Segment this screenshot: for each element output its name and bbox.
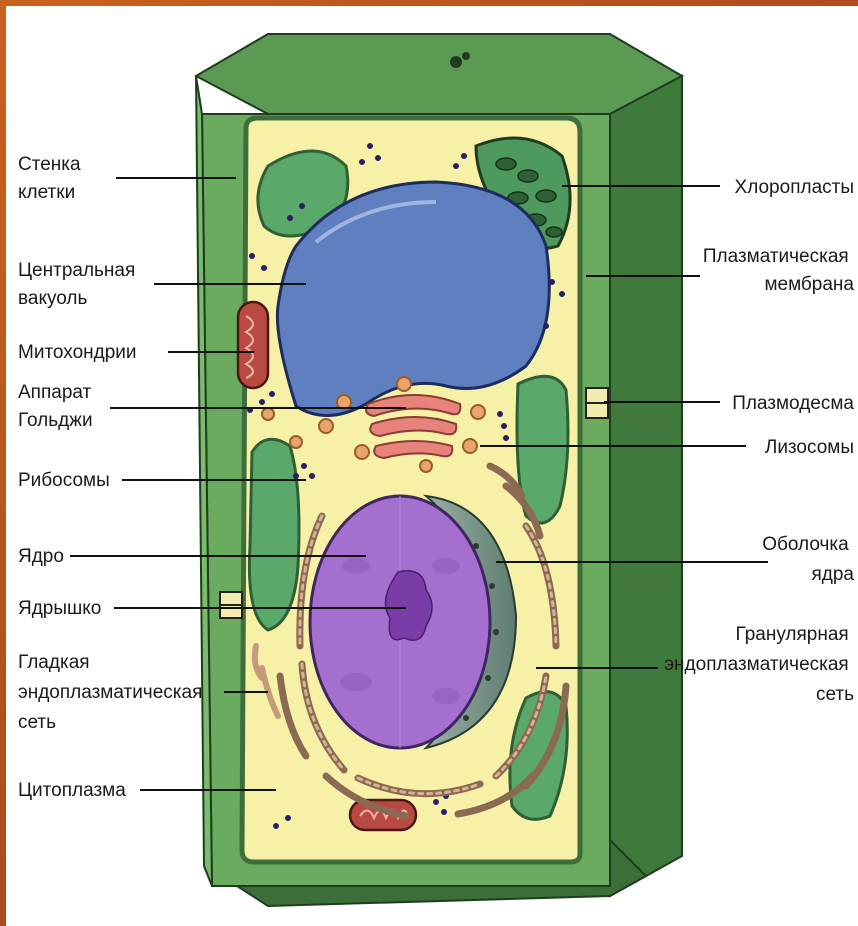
labels-left: Стенка клетки Центральная вакуоль Митохо…: [18, 154, 208, 801]
wall-pore: [450, 56, 462, 68]
label-rough-er: Гранулярная эндоплазматическая сеть: [664, 624, 854, 705]
labels-right: Хлоропласты Плазматическая мембрана Плаз…: [664, 177, 854, 705]
plasmodesma-left: [220, 592, 242, 618]
label-golgi: Аппарат Гольджи: [18, 382, 97, 431]
label-lysosomes: Лизосомы: [765, 437, 854, 458]
label-nuclear-envelope: Оболочка ядра: [762, 534, 854, 585]
label-nucleolus: Ядрышко: [18, 598, 101, 619]
diagram-canvas: Стенка клетки Центральная вакуоль Митохо…: [6, 6, 858, 926]
label-plasma-membrane: Плазматическая мембрана: [703, 246, 855, 295]
label-chloroplasts: Хлоропласты: [735, 177, 854, 198]
wall-pore: [462, 52, 470, 60]
label-cell-wall: Стенка клетки: [18, 154, 86, 203]
cell-wall-top-face: [196, 34, 682, 114]
label-nucleus: Ядро: [18, 546, 64, 567]
golgi-apparatus: [366, 395, 460, 458]
label-central-vacuole: Центральная вакуоль: [18, 260, 141, 309]
plant-cell-diagram: Стенка клетки Центральная вакуоль Митохо…: [6, 6, 858, 926]
label-mitochondria: Митохондрии: [18, 342, 137, 363]
label-ribosomes: Рибосомы: [18, 470, 110, 491]
label-plasmodesma: Плазмодесма: [732, 393, 854, 414]
cell-wall-right-face: [610, 76, 682, 896]
nucleus: [310, 496, 516, 748]
label-smooth-er: Гладкая эндоплазматическая сеть: [18, 652, 208, 733]
label-cytoplasm: Цитоплазма: [18, 780, 126, 801]
